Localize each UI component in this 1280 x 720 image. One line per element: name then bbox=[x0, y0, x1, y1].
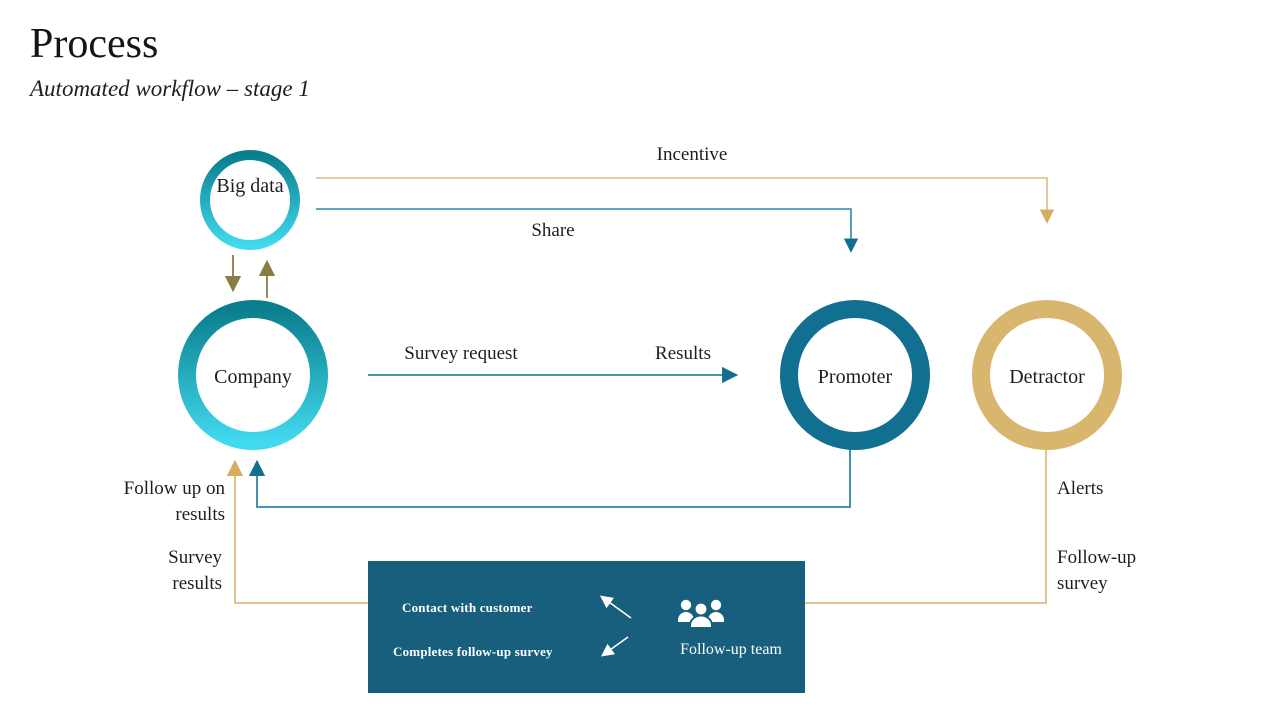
survey-results-label: Survey results bbox=[168, 547, 222, 594]
box-arrow-up bbox=[599, 595, 632, 619]
incentive-label: Incentive bbox=[656, 144, 728, 165]
follow-up-survey-label: Follow-up survey bbox=[1057, 547, 1137, 594]
follow-up-team-label: Follow-up team bbox=[680, 641, 782, 658]
share-arrow bbox=[316, 208, 859, 253]
completes-follow-up-survey-label: Completes follow-up survey bbox=[393, 644, 553, 659]
follow-up-on-results-label: Follow up on results bbox=[123, 478, 225, 525]
company-label: Company bbox=[214, 366, 292, 388]
survey-request-label: Survey request bbox=[404, 343, 518, 364]
follow-up-team-box bbox=[368, 561, 805, 693]
big-data-node bbox=[200, 150, 300, 250]
incentive-arrow bbox=[316, 177, 1055, 224]
page-title: Process bbox=[30, 21, 159, 67]
company-node bbox=[178, 300, 328, 450]
promoter-label: Promoter bbox=[817, 366, 893, 388]
contact-with-customer-label: Contact with customer bbox=[402, 600, 533, 615]
share-label: Share bbox=[531, 220, 575, 241]
detractor-node bbox=[972, 300, 1122, 450]
promoter-node bbox=[780, 300, 930, 450]
results-label: Results bbox=[655, 343, 711, 364]
people-icon bbox=[678, 599, 724, 629]
page-subtitle: Automated workflow – stage 1 bbox=[30, 76, 310, 101]
big-data-label: Big data bbox=[216, 175, 284, 197]
detractor-label: Detractor bbox=[1009, 366, 1085, 388]
alerts-label: Alerts bbox=[1057, 478, 1104, 499]
promoter-to-company-arrow bbox=[248, 449, 851, 508]
box-arrow-down bbox=[600, 636, 629, 657]
